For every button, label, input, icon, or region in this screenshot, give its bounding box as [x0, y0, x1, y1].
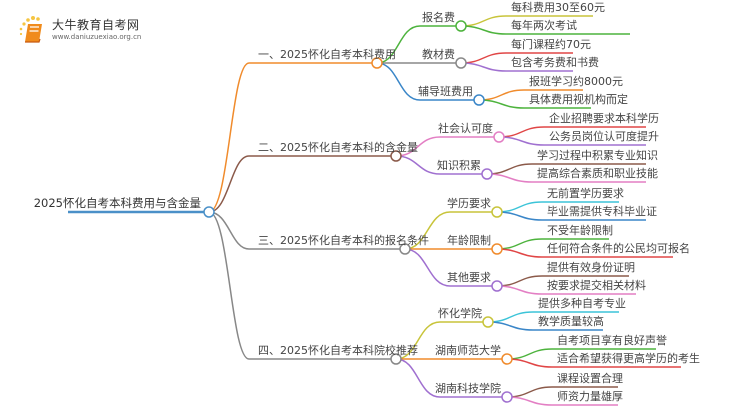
leaf-connector	[496, 211, 646, 221]
subtopic[interactable]: 辅导班费用	[418, 85, 473, 98]
subtopic-node[interactable]	[481, 168, 493, 180]
subtopic-connector	[376, 25, 461, 64]
branch-connector	[208, 62, 377, 213]
subtopic[interactable]: 怀化学院	[438, 307, 482, 320]
subtopic-node[interactable]	[491, 206, 503, 218]
subtopic[interactable]: 报名费	[422, 11, 455, 24]
site-logo[interactable]: 大牛教育自考网 www.daniuzuexiao.org.cn	[18, 14, 198, 48]
root-topic[interactable]: 2025怀化自考本科费用与含金量	[33, 196, 201, 210]
leaf-topic[interactable]: 课程设置合理	[557, 372, 623, 385]
subtopic-node[interactable]	[455, 57, 467, 69]
leaf-topic[interactable]: 每科费用30至60元	[511, 1, 605, 14]
leaf-topic[interactable]: 适合希望获得更高学历的考生	[557, 352, 700, 365]
subtopic[interactable]: 湖南师范大学	[435, 344, 501, 357]
branch-topic[interactable]: 三、2025怀化自考本科的报名条件	[258, 234, 429, 247]
subtopic-connector	[376, 62, 479, 101]
leaf-topic[interactable]: 提供有效身份证明	[547, 261, 635, 274]
branch-connector	[208, 211, 405, 250]
subtopic-node[interactable]	[491, 280, 503, 292]
subtopic[interactable]: 学历要求	[447, 197, 491, 210]
subtopic-node[interactable]	[501, 391, 513, 403]
subtopic-connector	[404, 248, 497, 287]
branch-node[interactable]	[371, 57, 383, 69]
subtopic-connector	[395, 136, 499, 157]
leaf-topic[interactable]: 企业招聘要求本科学历	[549, 112, 659, 125]
branch-topic[interactable]: 四、2025怀化自考本科院校推荐	[258, 344, 418, 357]
subtopic-connector	[395, 321, 488, 360]
leaf-topic[interactable]: 不受年龄限制	[547, 224, 613, 237]
leaf-connector	[460, 62, 573, 72]
leaf-connector	[478, 99, 591, 109]
book-icon	[19, 16, 42, 43]
leaf-topic[interactable]: 毕业需提供专科毕业证	[547, 205, 657, 218]
subtopic[interactable]: 湖南科技学院	[435, 382, 501, 395]
leaf-topic[interactable]: 自考项目享有良好声誉	[557, 334, 667, 347]
subtopic-node[interactable]	[501, 353, 513, 365]
subtopic-connector	[395, 155, 487, 175]
leaf-connector	[460, 25, 630, 35]
root-node[interactable]	[203, 206, 215, 218]
branch-node[interactable]	[399, 243, 411, 255]
branch-node[interactable]	[390, 353, 402, 365]
subtopic[interactable]: 知识积累	[437, 159, 481, 172]
leaf-connector	[487, 321, 603, 331]
subtopic-connector	[404, 211, 497, 250]
logo-url: www.daniuzuexiao.org.cn	[52, 33, 142, 41]
subtopic[interactable]: 年龄限制	[447, 234, 491, 247]
leaf-topic[interactable]: 任何符合条件的公民均可报名	[547, 242, 690, 255]
leaf-topic[interactable]: 公务员岗位认可度提升	[549, 130, 659, 143]
leaf-topic[interactable]: 师资力量雄厚	[557, 390, 623, 403]
leaf-connector	[506, 396, 618, 406]
subtopic[interactable]: 教材费	[422, 48, 455, 61]
subtopic-node[interactable]	[493, 131, 505, 143]
branch-topic[interactable]: 一、2025怀化自考本科费用	[258, 48, 396, 61]
leaf-topic[interactable]: 教学质量较高	[538, 315, 604, 328]
leaf-topic[interactable]: 每门课程约70元	[511, 38, 591, 51]
subtopic-connector	[395, 358, 507, 398]
leaf-topic[interactable]: 按要求提交相关材料	[547, 279, 646, 292]
leaf-connector	[496, 285, 636, 295]
subtopic[interactable]: 其他要求	[447, 271, 491, 284]
logo-title: 大牛教育自考网	[52, 18, 140, 32]
branch-connector	[208, 155, 396, 213]
leaf-topic[interactable]: 学习过程中积累专业知识	[537, 149, 658, 162]
subtopic[interactable]: 社会认可度	[438, 122, 493, 135]
branch-topic[interactable]: 二、2025怀化自考本科的含金量	[258, 141, 418, 154]
leaf-connector	[486, 173, 646, 183]
branch-connector	[208, 211, 396, 360]
leaf-connector	[496, 248, 673, 258]
subtopic-node[interactable]	[473, 94, 485, 106]
leaf-topic[interactable]: 无前置学历要求	[547, 187, 624, 200]
leaf-topic[interactable]: 具体费用视机构而定	[529, 93, 628, 106]
leaf-connector	[498, 136, 646, 146]
leaf-topic[interactable]: 报班学习约8000元	[529, 75, 623, 88]
subtopic-node[interactable]	[455, 20, 467, 32]
leaf-topic[interactable]: 提供多种自考专业	[538, 297, 626, 310]
leaf-topic[interactable]: 提高综合素质和职业技能	[537, 167, 658, 180]
branch-node[interactable]	[390, 150, 402, 162]
subtopic-node[interactable]	[482, 316, 494, 328]
leaf-topic[interactable]: 每年两次考试	[511, 19, 577, 32]
leaf-topic[interactable]: 包含考务费和书费	[511, 56, 599, 69]
subtopic-node[interactable]	[491, 243, 503, 255]
leaf-connector	[506, 358, 681, 368]
